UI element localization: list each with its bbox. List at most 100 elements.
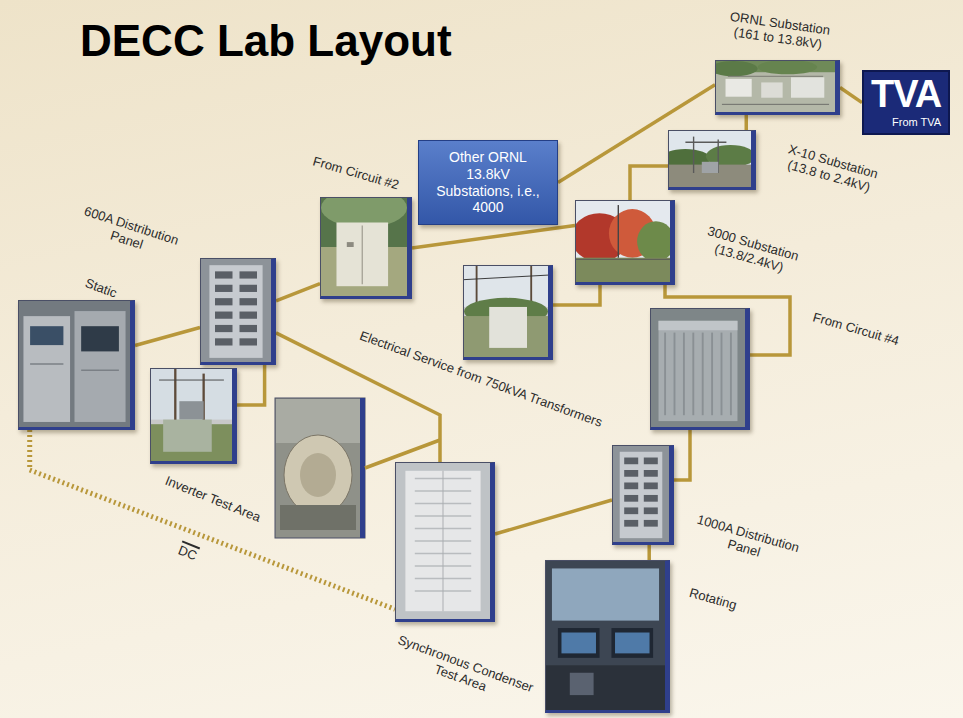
label-holder: Synchronous Condenser Test Area: [390, 632, 537, 710]
breaker: [644, 495, 658, 502]
breaker: [215, 285, 233, 292]
photo-label: ORNL Substation (161 to 13.8kV): [715, 7, 843, 55]
feeder-line: [674, 430, 690, 480]
photo-block: [396, 463, 490, 619]
feeder-line: [237, 365, 265, 405]
photo-panel: Inverter Test Area: [150, 368, 237, 464]
photo-illustration: [613, 446, 669, 542]
photo-label: Static: [83, 275, 119, 301]
photo-block: [791, 77, 824, 97]
photo-label: Synchronous Condenser Test Area: [390, 632, 537, 710]
photo-illustration: [546, 561, 665, 710]
label-holder: X-10 Substation (13.8 to 2.4kV): [767, 137, 896, 201]
feeder-line: [412, 226, 575, 249]
photo-structure: [30, 363, 63, 364]
feeder-line: [630, 166, 668, 200]
label-holder: 600A Distribution Panel: [62, 198, 195, 267]
photo-label: 1000A Distribution Panel: [679, 508, 812, 573]
breaker: [644, 507, 658, 514]
photo-structure: [685, 141, 726, 142]
photo-illustration: [151, 369, 232, 461]
breaker: [624, 458, 638, 465]
photo-panel: 1000A Distribution Panel: [612, 445, 674, 545]
photo-block: [201, 259, 271, 362]
feeder-line: [135, 328, 200, 346]
feeder-line: [276, 284, 320, 301]
photo-panel: Electrical Service from 750kVA Transform…: [463, 265, 553, 360]
box-label: Other ORNL 13.8kV Substations, i.e., 400…: [427, 149, 549, 216]
photo-structure: [81, 370, 119, 371]
feeder-line: [553, 285, 600, 305]
pole-transformer: [179, 401, 203, 419]
photo-block: [546, 561, 665, 710]
distribution-panel: [209, 265, 262, 358]
condenser-cabinet: [405, 471, 480, 611]
photo-panel: From Circuit #2: [320, 197, 412, 299]
photo-foliage: [758, 61, 818, 74]
breaker: [240, 338, 258, 345]
breaker: [215, 271, 233, 278]
lab-window: [552, 568, 659, 620]
photo-label: Rotating: [688, 585, 739, 613]
photo-panel: Synchronous Condenser Test Area: [395, 462, 495, 622]
photo-foliage: [716, 61, 758, 76]
photo-illustration: [716, 61, 835, 112]
display: [81, 326, 119, 351]
photo-illustration: [396, 463, 490, 619]
breaker: [215, 298, 233, 305]
photo-label: Inverter Test Area: [163, 473, 263, 525]
photo-structure: [728, 76, 823, 77]
substation-box: Other ORNL 13.8kV Substations, i.e., 400…: [418, 140, 558, 225]
photo-label: X-10 Substation (13.8 to 2.4kV): [767, 137, 896, 201]
photo-structure: [674, 333, 676, 416]
label-holder: 1000A Distribution Panel: [679, 508, 812, 573]
rotating-machine-photo: [275, 398, 365, 538]
breaker: [215, 338, 233, 345]
photo-block: [19, 301, 130, 427]
photo-block: [726, 79, 752, 97]
label-holder: From Circuit #2: [311, 153, 401, 192]
breaker: [644, 458, 658, 465]
photo-panel: From Circuit #4: [650, 308, 750, 430]
photo-foliage: [637, 221, 670, 262]
feeder-line: [745, 115, 749, 130]
chair: [570, 673, 594, 695]
equipment-cabinet: [489, 307, 527, 348]
edge-label: DC: [176, 540, 200, 563]
photo-block: [702, 162, 718, 173]
photo-edge: [360, 398, 365, 538]
machine-base: [280, 505, 356, 530]
photo-label: From Circuit #4: [811, 309, 901, 348]
label-holder: Rotating: [688, 585, 739, 613]
equipment-rack: [23, 316, 70, 422]
label-holder: ORNL Substation (161 to 13.8kV): [715, 7, 843, 55]
photo-structure: [722, 104, 829, 105]
equipment-cabinet: [336, 223, 388, 287]
breaker: [240, 298, 258, 305]
photo-panel: X-10 Substation (13.8 to 2.4kV): [668, 130, 756, 190]
label-holder: Static: [83, 275, 119, 301]
photo-structure: [362, 225, 363, 284]
photo-panel: Rotating: [545, 560, 670, 713]
breaker: [240, 325, 258, 332]
breaker: [624, 482, 638, 489]
photo-structure: [664, 333, 666, 416]
inverter-cabinet: [163, 420, 212, 452]
utility-logo-box: TVAFrom TVA: [862, 70, 950, 135]
photo-block: [659, 321, 738, 330]
photo-label: From Circuit #2: [311, 153, 401, 192]
photo-structure: [464, 275, 548, 280]
monitor: [611, 628, 653, 658]
breaker: [644, 470, 658, 477]
breaker: [644, 482, 658, 489]
logo-caption: From TVA: [871, 116, 941, 129]
transformer-housing: [659, 321, 738, 421]
photo-block: [347, 242, 354, 247]
label-holder: 3000 Substation (13.8/2.4kV): [687, 219, 816, 283]
photo-structure: [711, 333, 713, 416]
photo-frame: [275, 398, 365, 538]
feeder-line: [495, 500, 612, 534]
monitor: [558, 628, 600, 658]
equipment-rack: [75, 311, 126, 422]
